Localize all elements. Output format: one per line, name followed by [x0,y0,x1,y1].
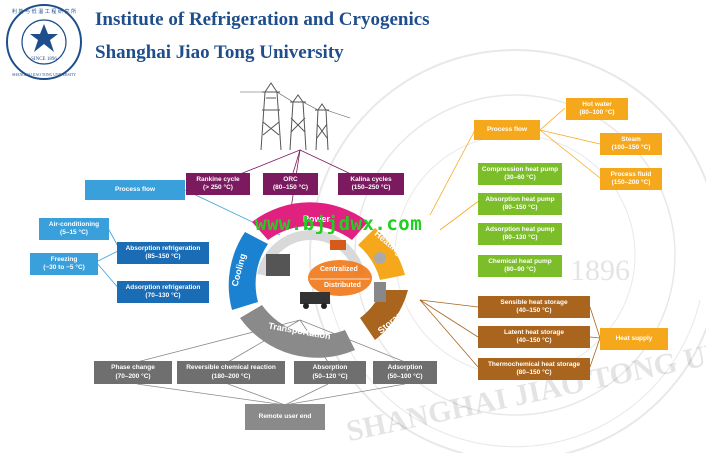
power-device-icon [330,240,346,250]
cooling-ring-segment [228,232,268,310]
storage-thermochemical: Thermochemical heat storage(80–150 °C) [478,358,590,380]
power-ring-label: Power [303,214,331,224]
heat-pump-chemical: Chemical heat pump(80–90 °C) [478,255,562,277]
university-logo: SINCE 1896 利 能 与 低 温 工 程 研 究 所 SHANGHAI … [6,4,82,80]
transmission-tower-icon [240,82,351,151]
transport-ring-segment [240,305,355,358]
transport-phase-change: Phase change(70–200 °C) [94,361,172,384]
storage-sensible: Sensible heat storage(40–150 °C) [478,296,590,318]
power-box-orc: ORC(80–150 °C) [263,173,318,195]
heat-pump-compression: Compression heat pump(30–60 °C) [478,163,562,185]
heating-process-fluid: Process fluid(150–200 °C) [600,168,662,190]
storage-connectors [419,299,601,368]
power-box-rankine: Rankine cycle(> 250 °C) [186,173,250,195]
heat-supply: Heat supply [600,328,668,350]
transport-absorption: Absorption(50–120 °C) [294,361,366,384]
logo-bottom-text: SHANGHAI JIAO TONG UNIVERSITY [12,73,76,77]
university-title: Shanghai Jiao Tong University [95,42,344,63]
transport-reversible-chemical: Reversible chemical reaction(180–200 °C) [177,361,285,384]
distributed-label: Distributed [324,282,361,289]
cooling-freezing: Freezing(−30 to −5 °C) [30,253,98,275]
heating-connectors [429,107,601,231]
heat-pump-adsorption: Adsorption heat pump(80–130 °C) [478,223,562,245]
centralized-label: Centralized [320,266,358,273]
heating-hot-water: Hot water(80–100 °C) [566,98,628,120]
cooling-air-conditioning: Air-conditioning(5–15 °C) [39,218,109,240]
background-year: 1896 [570,254,630,287]
storage-tank-icon [374,282,386,302]
logo-year: SINCE 1896 [31,57,57,62]
truck-icon [300,292,330,304]
heating-steam: Steam(100–150 °C) [600,133,662,155]
transport-adsorption: Adsorption(50–100 °C) [373,361,437,384]
center-hub [308,260,372,296]
cooling-device-icon [266,254,290,276]
storage-ring-segment [360,290,408,340]
power-box-kalina: Kalina cycles(150–250 °C) [338,173,404,195]
storage-latent: Latent heat storage(40–150 °C) [478,326,590,348]
institute-title: Institute of Refrigeration and Cryogenic… [95,9,430,30]
website-watermark: www.bjjdwx.com [255,213,423,235]
heating-process-flow: Process flow [474,120,540,140]
cooling-absorption-refrigeration: Absorption refrigeration(85–150 °C) [117,242,209,264]
remote-user-end: Remote user end [245,404,325,430]
heating-device-icon [374,252,386,264]
cooling-process-flow: Process flow [85,180,185,200]
cooling-adsorption-refrigeration: Adsorption refrigeration(70–130 °C) [117,281,209,303]
logo-top-text: 利 能 与 低 温 工 程 研 究 所 [12,8,76,15]
power-ring-segment [252,202,368,240]
heat-pump-absorption: Absorption heat pump(80–150 °C) [478,193,562,215]
